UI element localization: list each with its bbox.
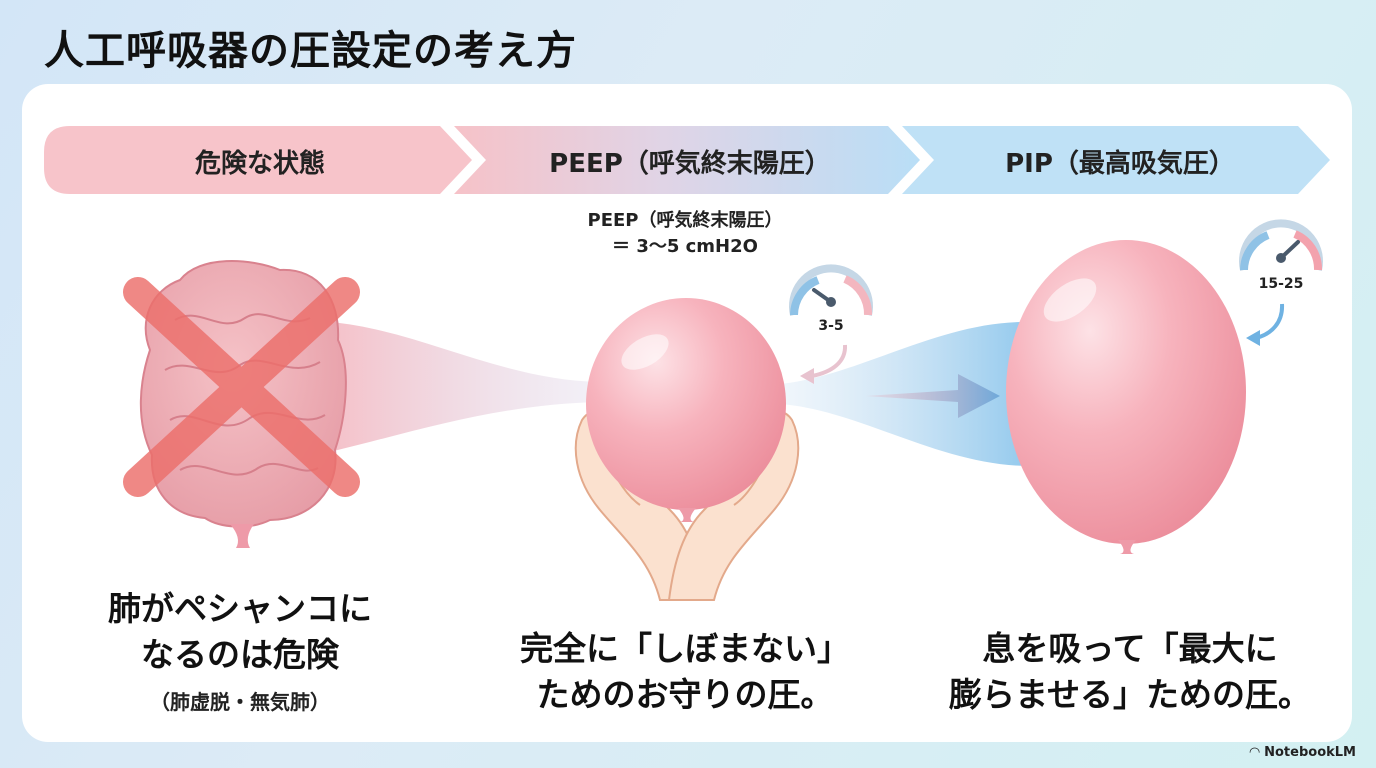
page-title: 人工呼吸器の圧設定の考え方 (44, 28, 577, 74)
peep-value-label: PEEP（呼気終末陽圧） ＝ 3〜5 cmH2O (520, 208, 850, 260)
peep-balloon-icon (586, 298, 786, 522)
pip-caption-line2: 膨らませる」ための圧。 (948, 675, 1311, 714)
gauge-icon (789, 264, 873, 384)
gauge-icon (1239, 219, 1323, 346)
danger-caption: 肺がペシャンコに なるのは危険 (40, 586, 440, 678)
peep-gauge-value: 3-5 (818, 318, 844, 334)
peep-label-line2: ＝ 3〜5 cmH2O (612, 236, 758, 257)
peep-caption: 完全に「しぼまない」 ためのお守りの圧。 (470, 626, 900, 718)
danger-caption-line1: 肺がペシャンコに (108, 589, 372, 628)
pip-gauge-value: 15-25 (1258, 276, 1304, 292)
arrow-icon (866, 374, 1000, 418)
header-chevrons (44, 126, 1330, 194)
chevron-danger (44, 126, 472, 194)
brand-name: NotebookLM (1264, 745, 1356, 760)
peep-caption-line1: 完全に「しぼまない」 (520, 629, 850, 668)
chevron-peep (454, 126, 920, 194)
notebooklm-logo-icon: ◠ (1249, 745, 1265, 760)
danger-caption-line2: なるのは危険 (141, 635, 339, 674)
danger-subcaption: （肺虚脱・無気肺） (150, 690, 330, 714)
cross-mark-icon (123, 277, 360, 497)
pip-caption: 息を吸って「最大に 膨らませる」ための圧。 (920, 626, 1340, 718)
header-danger: 危険な状態 (194, 149, 325, 179)
brand-watermark: ◠ NotebookLM (1250, 745, 1356, 760)
chevron-pip (902, 126, 1330, 194)
pip-balloon-icon (1006, 240, 1246, 554)
pressure-flow-band (330, 322, 600, 452)
peep-caption-line2: ためのお守りの圧。 (536, 675, 834, 714)
pip-caption-line1: 息を吸って「最大に (982, 629, 1278, 668)
peep-label-line1: PEEP（呼気終末陽圧） (587, 210, 783, 231)
header-peep: PEEP（呼気終末陽圧） (549, 149, 831, 179)
header-pip: PIP（最高吸気圧） (1005, 149, 1235, 179)
